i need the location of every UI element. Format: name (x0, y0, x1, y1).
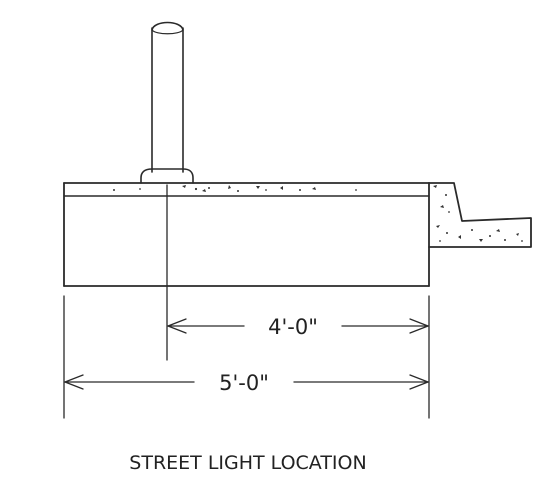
dimension-5ft: 5'-0" (64, 371, 429, 395)
surface-aggregate (113, 185, 357, 192)
dimension-4ft-label: 4'-0" (268, 315, 318, 339)
dimension-5ft-label: 5'-0" (219, 371, 269, 395)
pole-base (140, 168, 194, 184)
sidewalk-slab (63, 182, 430, 287)
dimension-4ft: 4'-0" (167, 315, 429, 339)
curb-and-gutter (428, 182, 532, 248)
extension-lines (63, 184, 430, 419)
drawing-caption: STREET LIGHT LOCATION (129, 452, 366, 474)
light-pole (151, 21, 184, 173)
